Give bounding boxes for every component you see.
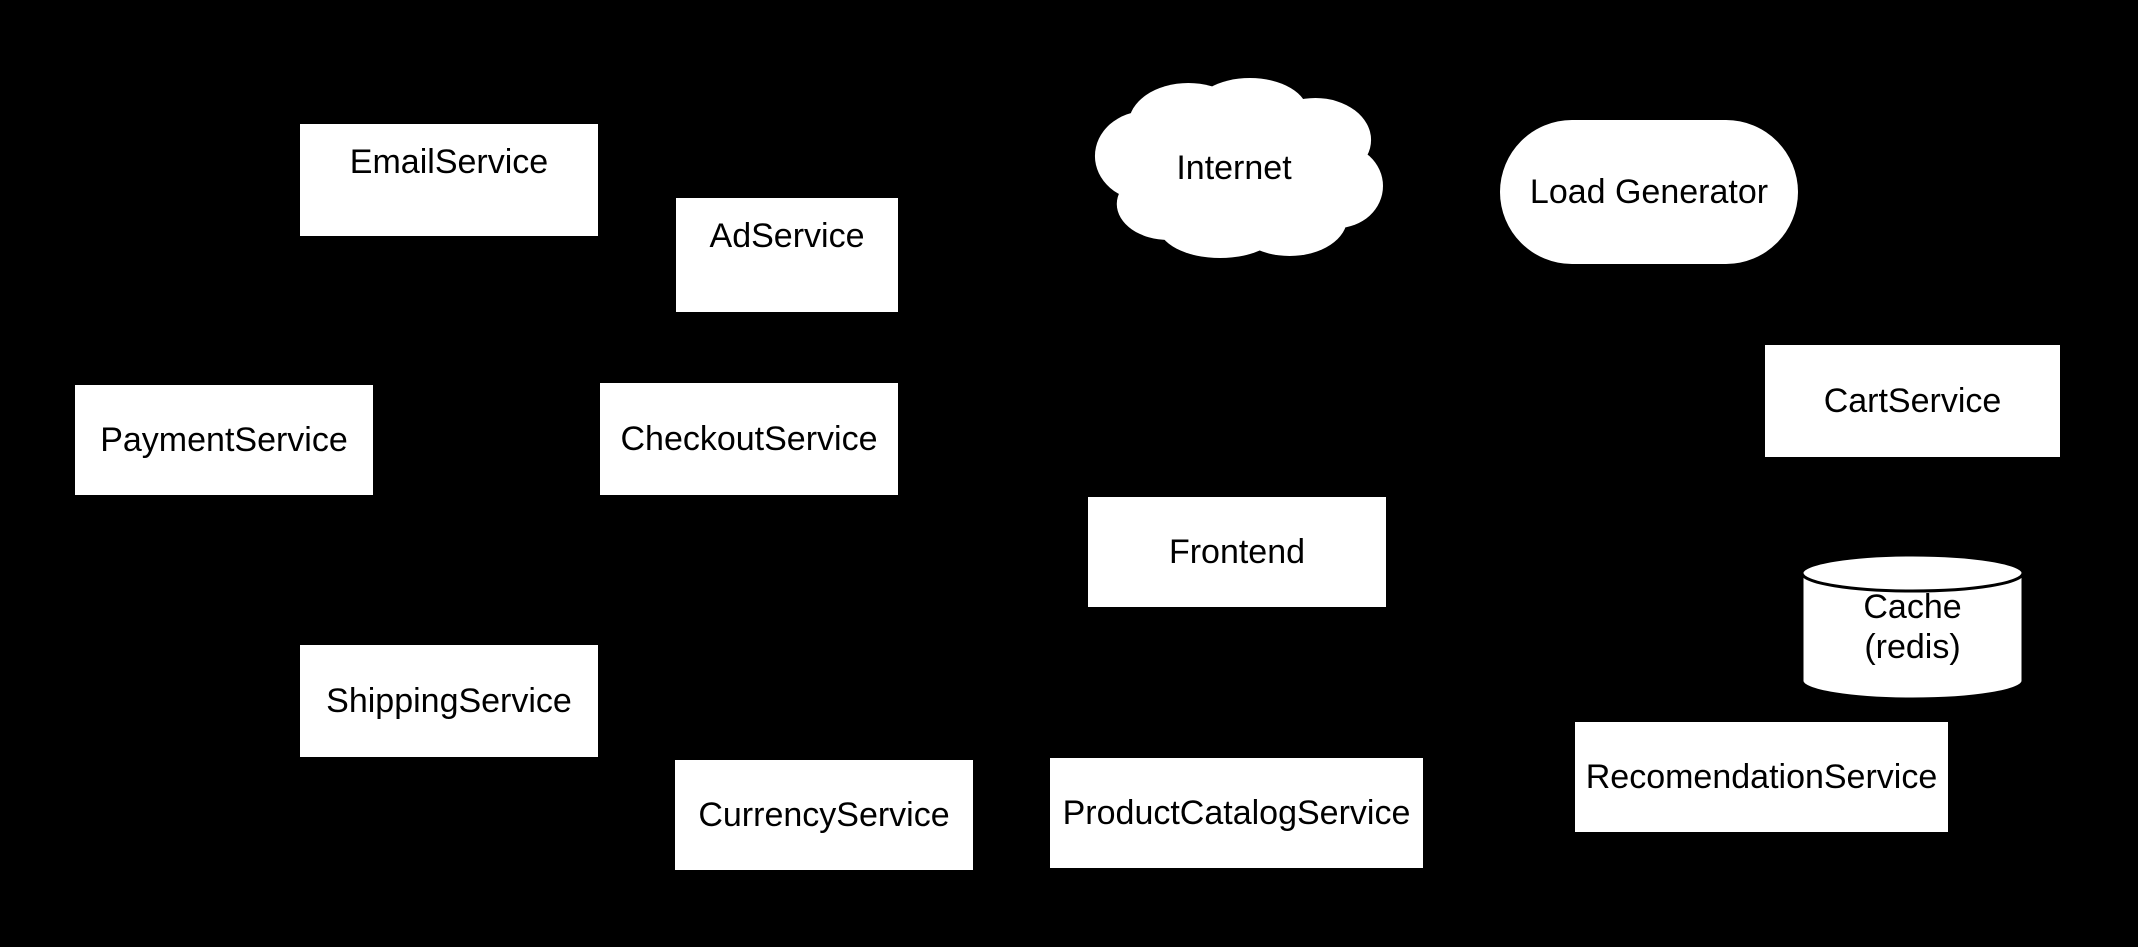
node-label-load-generator: Load Generator <box>1529 172 1769 211</box>
node-currency-service[interactable]: CurrencyService <box>675 760 973 870</box>
node-label-email-service: EmailService <box>349 143 549 181</box>
node-label-ad-service: AdService <box>709 217 865 255</box>
node-shipping-service[interactable]: ShippingService <box>300 645 598 757</box>
node-label-checkout-service: CheckoutService <box>620 419 878 458</box>
node-label-shipping-service: ShippingService <box>326 681 572 720</box>
database-cylinder-icon <box>1800 553 2025 701</box>
node-cart-service[interactable]: CartService <box>1765 345 2060 457</box>
node-load-generator[interactable]: Load Generator <box>1500 120 1798 264</box>
node-label-currency-service: CurrencyService <box>698 795 950 834</box>
node-recomendation-service[interactable]: RecomendationService <box>1575 722 1948 832</box>
node-internet[interactable]: Internet <box>1085 78 1383 258</box>
cloud-icon <box>1085 78 1383 258</box>
node-label-recomendation-service: RecomendationService <box>1585 757 1938 796</box>
node-label-payment-service: PaymentService <box>100 420 348 459</box>
node-payment-service[interactable]: PaymentService <box>75 385 373 495</box>
node-ad-service[interactable]: AdService <box>676 198 898 312</box>
node-checkout-service[interactable]: CheckoutService <box>600 383 898 495</box>
node-frontend[interactable]: Frontend <box>1088 497 1386 607</box>
node-label-cart-service: CartService <box>1823 381 2002 420</box>
node-cache-redis[interactable]: Cache (redis) <box>1800 553 2025 701</box>
node-email-service[interactable]: EmailService <box>300 124 598 236</box>
node-label-frontend: Frontend <box>1168 532 1306 571</box>
node-label-product-catalog-service: ProductCatalogService <box>1062 793 1411 832</box>
node-product-catalog-service[interactable]: ProductCatalogService <box>1050 758 1423 868</box>
